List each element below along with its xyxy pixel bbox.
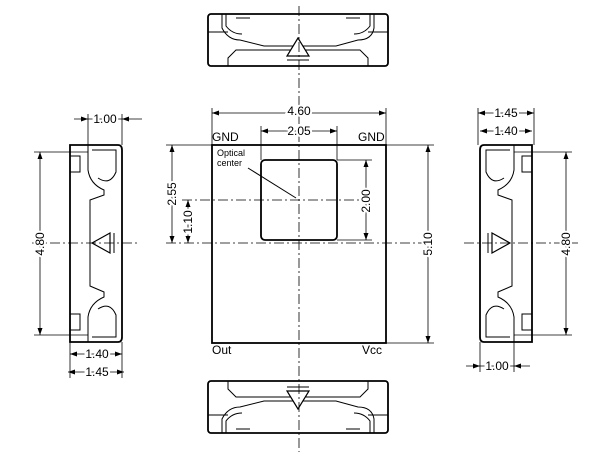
front-view: Optical center GND GND Out Vcc 4.60 2.05… xyxy=(163,6,437,452)
center-offset-top-dim: 2.55 xyxy=(165,182,179,206)
right-height-dim: 4.80 xyxy=(559,232,573,256)
left-side-view: 1.00 4.80 1.40 1.45 xyxy=(31,110,142,381)
left-bottom-outer-dim: 1.45 xyxy=(85,365,109,379)
right-top-outer-dim: 1.45 xyxy=(494,106,518,120)
right-side-view: 1.45 1.40 4.80 1.00 xyxy=(464,104,578,375)
pin-gnd-left: GND xyxy=(212,130,239,144)
front-height-dim: 5.10 xyxy=(421,232,435,256)
bottom-end-view xyxy=(207,380,389,434)
left-height-dim: 4.80 xyxy=(33,232,47,256)
pin-gnd-right: GND xyxy=(358,130,385,144)
left-top-width-dim: 1.00 xyxy=(93,112,117,126)
polarity-triangle-bottom xyxy=(285,390,311,411)
polarity-triangle-top xyxy=(285,36,311,57)
window-height-dim: 2.00 xyxy=(359,189,373,213)
right-top-inner-dim: 1.40 xyxy=(494,124,518,138)
pin-vcc: Vcc xyxy=(362,343,382,357)
right-bottom-width-dim: 1.00 xyxy=(485,359,509,373)
pin-out: Out xyxy=(212,343,232,357)
optical-center-label-line2: center xyxy=(217,158,242,168)
left-bottom-inner-dim: 1.40 xyxy=(85,347,109,361)
window-width-dim: 2.05 xyxy=(287,124,311,138)
optical-center-label-line1: Optical xyxy=(217,148,245,158)
top-end-view xyxy=(207,13,389,67)
center-offset-bottom-dim: 1.10 xyxy=(181,210,195,234)
front-width-dim: 4.60 xyxy=(287,104,311,118)
